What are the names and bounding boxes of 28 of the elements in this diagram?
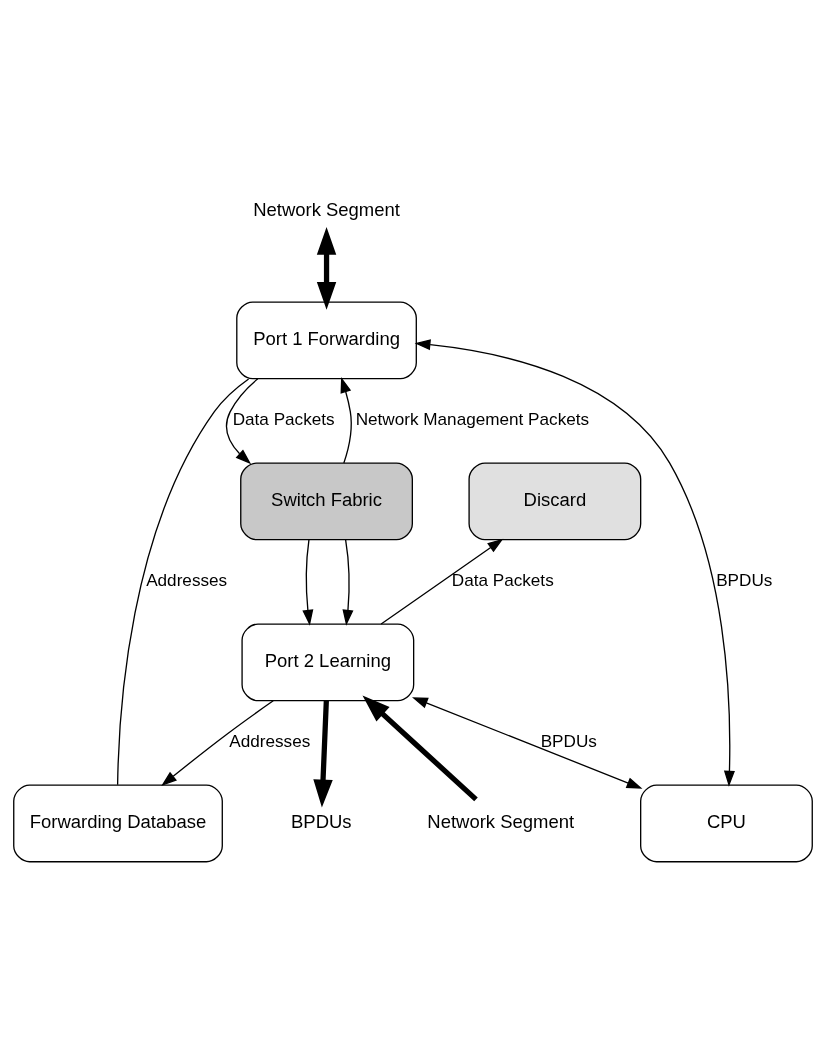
arrow (340, 376, 352, 464)
node-box: Port 2 Learning (241, 623, 415, 701)
arrow (161, 699, 274, 786)
node-box: Forwarding Database (13, 784, 223, 862)
edge-label: BPDUs (716, 569, 773, 590)
arrow (414, 338, 735, 787)
arrow (302, 538, 314, 626)
arrow (380, 538, 504, 625)
edge-label: Addresses (146, 569, 228, 590)
node-text: BPDUs (291, 810, 352, 832)
arrow (316, 226, 337, 310)
node-text: Network Segment (253, 198, 400, 220)
edge-label: Addresses (229, 730, 311, 751)
edge-label: Data Packets (451, 569, 554, 590)
edge-label: BPDUs (540, 730, 597, 751)
edge-label: Data Packets (232, 408, 335, 429)
node-box: Switch Fabric (240, 461, 413, 540)
node-text: Network Segment (427, 810, 575, 832)
arrow (342, 538, 354, 626)
edge-label: Network Management Packets (355, 408, 590, 429)
arrow (313, 700, 333, 807)
node-box: Port 1 Forwarding (236, 300, 417, 379)
node-box: CPU (640, 784, 813, 862)
connector (116, 377, 250, 785)
arrow (412, 696, 643, 789)
arrow (225, 377, 259, 464)
node-box: Discard (468, 461, 642, 540)
arrow (362, 694, 478, 801)
